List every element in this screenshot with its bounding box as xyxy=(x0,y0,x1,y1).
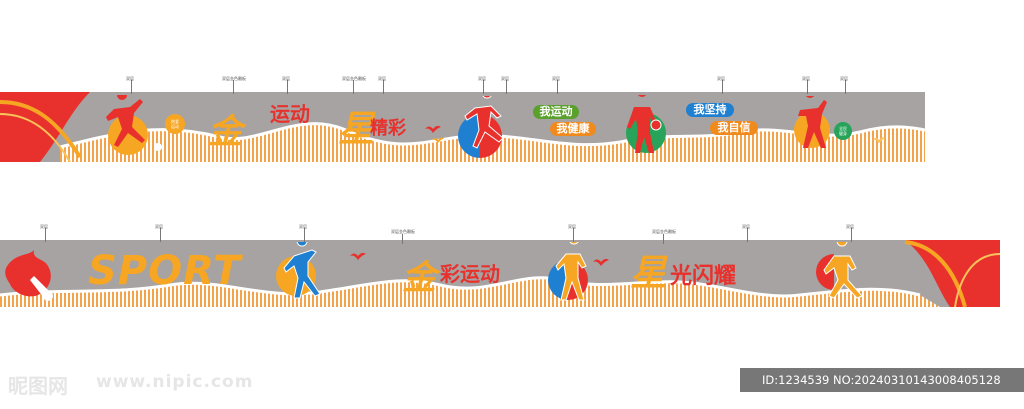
badge-fitness: 全民 健身 xyxy=(834,122,852,140)
callout-label: 双层金色雕板 xyxy=(222,76,246,81)
title-guangshanyao: 光闪耀 xyxy=(670,263,737,289)
watermark-url: www.nipic.com xyxy=(96,372,254,392)
soccer-player-icon xyxy=(106,95,162,155)
watermark-id: ID:1234539 NO:20240310143008405128 xyxy=(762,373,1001,387)
callout-label: 双层 xyxy=(299,224,307,229)
bottom-panel: SPORT 金 彩运动 星 光闪耀 xyxy=(0,240,1000,307)
basketball-player-icon xyxy=(626,95,666,153)
title-jingcai: 精彩 xyxy=(370,118,406,139)
callout-label: 双层 xyxy=(378,76,386,81)
pill-wo-jianchi: 我坚持 xyxy=(686,103,734,117)
title-jin: 金 xyxy=(402,258,436,298)
runner-icon xyxy=(458,96,504,158)
callout-label: 双层 xyxy=(717,76,725,81)
watermark-logo: 昵图网 xyxy=(8,374,68,398)
callout-label: 双层 xyxy=(552,76,560,81)
badminton-player-icon xyxy=(794,96,830,148)
watermark-id-bar: ID:1234539 NO:20240310143008405128 xyxy=(740,368,1024,392)
title-jin: 金 xyxy=(208,112,242,152)
callout-label: 双层金色雕板 xyxy=(342,76,366,81)
callout-label: 双层金色雕板 xyxy=(391,229,415,234)
pill-wo-zixin: 我自信 xyxy=(710,121,758,135)
title-xing: 星 xyxy=(630,252,667,294)
top-panel: 热爱 运动 金 运动 星 精彩 我运动 我健康 我坚持 我自信 全民 健身 xyxy=(0,92,925,162)
bird-icon xyxy=(425,125,441,133)
callout-label: 双层 xyxy=(846,224,854,229)
callout-label: 双层金色雕板 xyxy=(652,229,676,234)
tennis-player-icon xyxy=(548,242,588,301)
callout-label: 双层 xyxy=(568,224,576,229)
bird-icon-2 xyxy=(432,137,444,143)
pill-wo-jiankang: 我健康 xyxy=(550,122,596,136)
bird-icon-2 xyxy=(593,258,609,266)
pill-wo-yundong: 我运动 xyxy=(533,105,579,119)
callout-label: 双层 xyxy=(501,76,509,81)
bird-icon-3 xyxy=(872,137,886,144)
callout-label: 双层 xyxy=(840,76,848,81)
flaming-shuttlecock-icon xyxy=(5,250,53,301)
title-yundong: 运动 xyxy=(270,102,310,126)
callout-label: 双层 xyxy=(40,224,48,229)
sport-word: SPORT xyxy=(88,248,242,294)
callout-label: 双层 xyxy=(478,76,486,81)
badge-love-sports: 热爱 运动 xyxy=(165,114,185,134)
volleyball-player-icon xyxy=(276,242,321,299)
title-caiyundong: 彩运动 xyxy=(440,262,500,286)
callout-label: 双层 xyxy=(282,76,290,81)
callout-label: 双层 xyxy=(802,76,810,81)
callout-label: 双层 xyxy=(155,224,163,229)
callout-label: 双层 xyxy=(742,224,750,229)
callout-label: 双层 xyxy=(126,76,134,81)
bird-icon xyxy=(350,252,366,260)
title-xing: 星 xyxy=(338,108,375,150)
baseball-player-icon xyxy=(816,242,863,299)
